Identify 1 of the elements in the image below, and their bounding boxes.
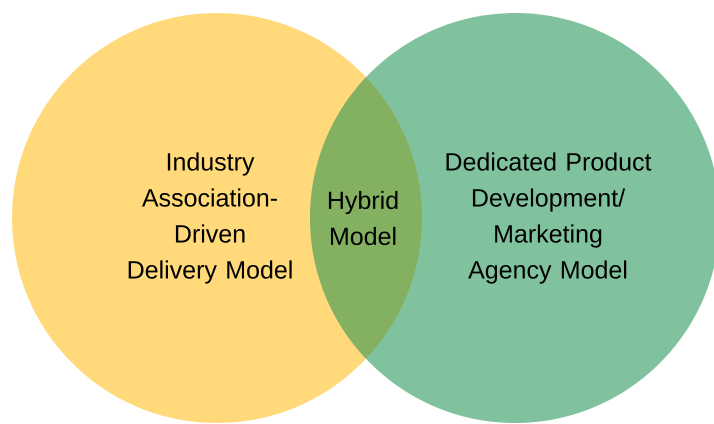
overlap-region: Hybrid Model: [328, 190, 398, 246]
